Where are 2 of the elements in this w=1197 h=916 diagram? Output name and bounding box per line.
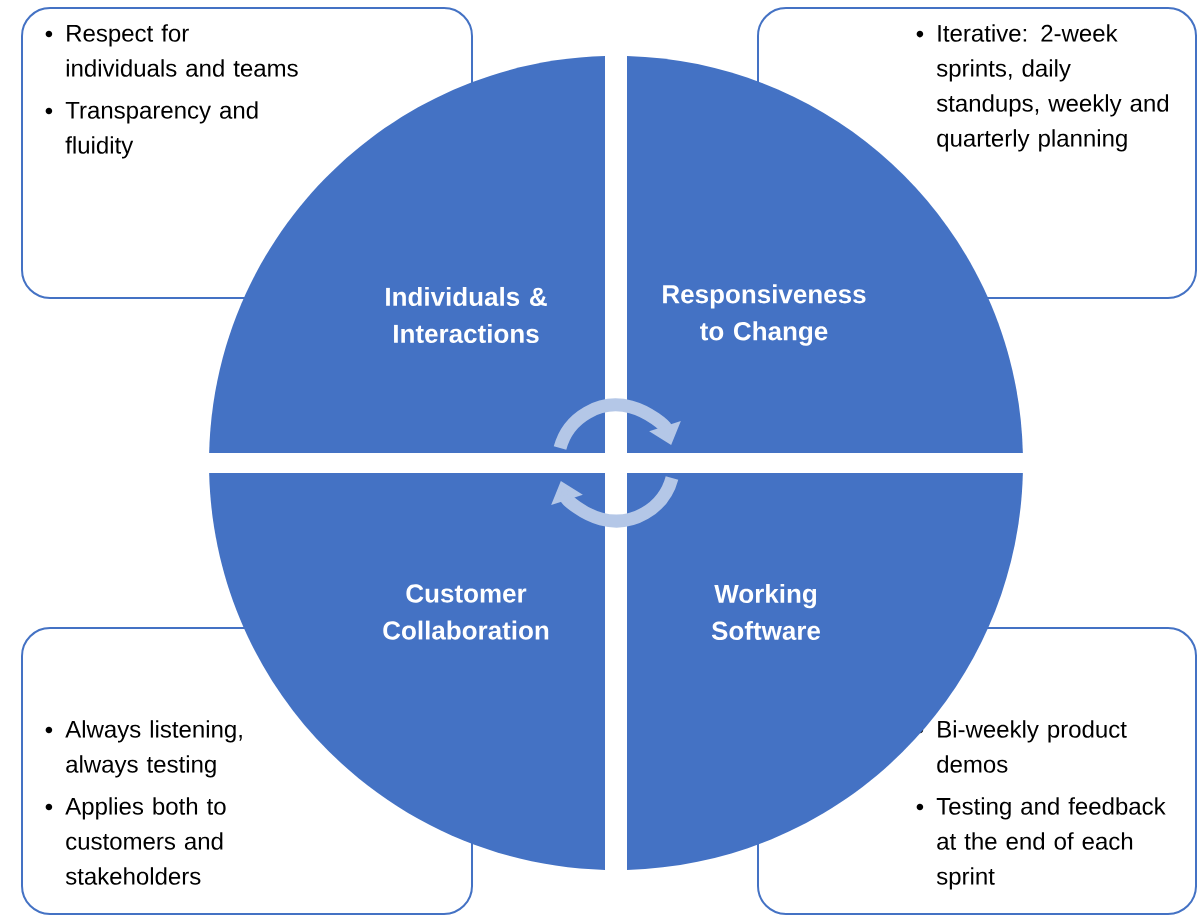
cycle-arrow xyxy=(551,475,679,528)
cycle-arrow xyxy=(553,398,681,451)
